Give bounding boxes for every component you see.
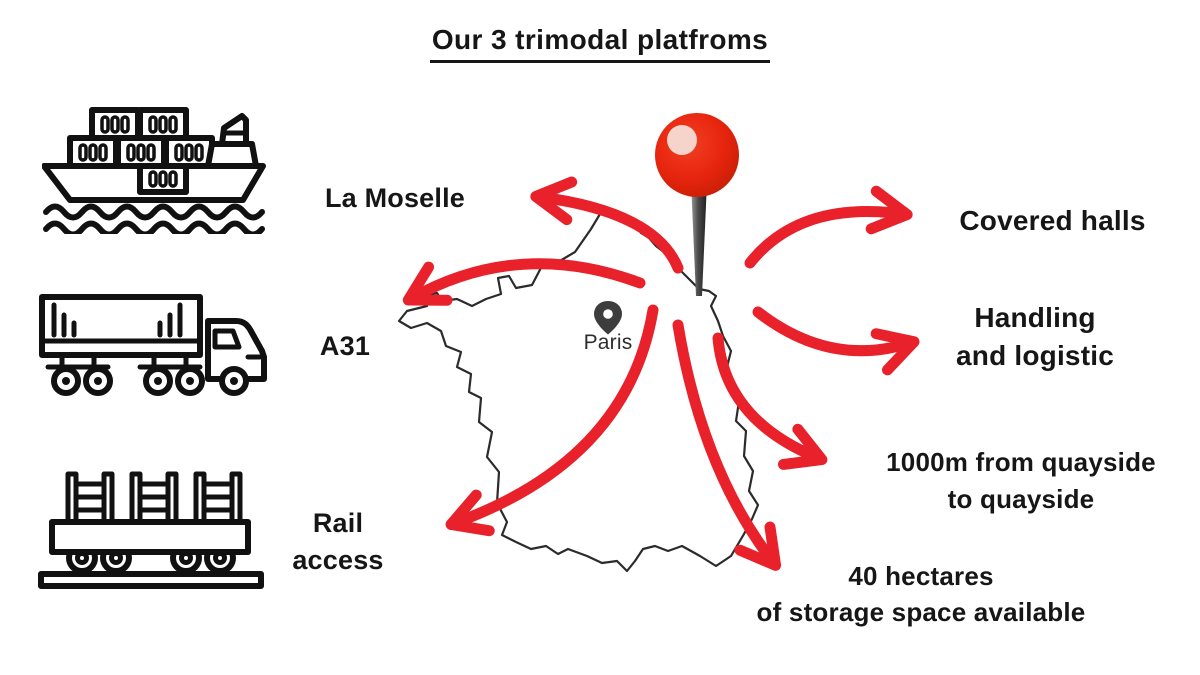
trailer-marks	[51, 302, 183, 338]
arrow-handling-logistic	[752, 306, 920, 376]
feature-label-40-hectares: 40 hectares of storage space available	[756, 561, 1086, 627]
wagon-platform	[49, 519, 251, 555]
rail-wagon-icon	[38, 462, 264, 590]
radiating-arrows	[402, 176, 920, 571]
feature-label-handling-logistic: Handling and logistic	[956, 302, 1114, 371]
paris-label: Paris	[583, 331, 633, 354]
page-title: Our 3 trimodal platfroms	[0, 24, 1200, 63]
arrow-la-moselle	[530, 176, 684, 274]
arrow-1000m-quayside	[712, 332, 828, 470]
france-map-outline	[397, 208, 760, 573]
rail-track	[38, 571, 264, 589]
platform-label-la-moselle: La Moselle	[324, 183, 466, 213]
page-title-text: Our 3 trimodal platfroms	[429, 24, 771, 63]
truck-wheels	[51, 366, 249, 396]
platform-label-a31: A31	[319, 331, 371, 361]
arrow-a31	[402, 258, 646, 306]
truck-cab	[205, 318, 267, 382]
wagon-stakes	[65, 471, 243, 527]
container-slots	[78, 115, 204, 188]
feature-label-covered-halls: Covered halls	[959, 205, 1146, 236]
platform-label-rail-access: Rail access	[292, 508, 384, 575]
ship-superstructure	[205, 113, 259, 169]
wave-lines	[43, 203, 265, 234]
truck-icon	[38, 293, 270, 399]
arrow-40-hectares	[672, 319, 782, 571]
feature-label-1000m-quayside: 1000m from quayside to quayside	[886, 447, 1156, 514]
arrow-covered-halls	[744, 185, 913, 269]
paris-marker-icon	[594, 301, 622, 335]
cargo-ship-icon	[42, 100, 270, 234]
red-pushpin-icon	[655, 113, 739, 296]
